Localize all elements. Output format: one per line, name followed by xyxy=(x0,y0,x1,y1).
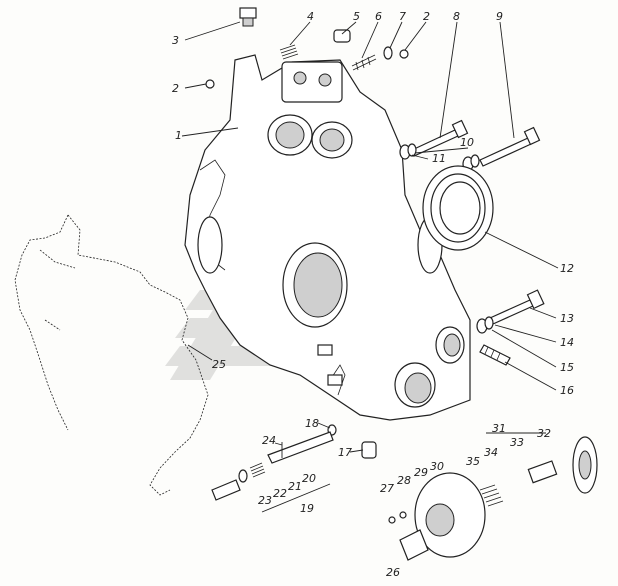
callout-34: 34 xyxy=(484,446,498,459)
washers-10-11 xyxy=(399,143,480,172)
callout-32: 32 xyxy=(537,427,551,440)
callout-22: 22 xyxy=(273,487,287,500)
timing-cover-housing xyxy=(184,54,471,421)
callout-11: 11 xyxy=(432,152,446,165)
callout-30: 30 xyxy=(430,460,444,473)
callout-5: 5 xyxy=(353,10,360,23)
stud-16 xyxy=(479,344,511,366)
plug-17 xyxy=(361,441,377,459)
callout-3: 3 xyxy=(172,34,179,47)
gasket-25 xyxy=(14,214,209,496)
callout-8: 8 xyxy=(453,10,460,23)
callout-24: 24 xyxy=(262,434,276,447)
callout-17: 17 xyxy=(338,446,352,459)
callout-20: 20 xyxy=(302,472,316,485)
callout-1: 1 xyxy=(175,129,182,142)
callout-4: 4 xyxy=(307,10,314,23)
callout-28: 28 xyxy=(397,474,411,487)
stud-6 xyxy=(351,54,377,71)
callout-18: 18 xyxy=(305,417,319,430)
callout-13: 13 xyxy=(560,312,574,325)
callout-15: 15 xyxy=(560,361,574,374)
callout-14: 14 xyxy=(560,336,574,349)
callout-9: 9 xyxy=(496,10,503,23)
callout-6: 6 xyxy=(375,10,382,23)
callout-12: 12 xyxy=(560,262,574,275)
ball-2b xyxy=(399,49,409,59)
callout-35: 35 xyxy=(466,455,480,468)
callout-7: 7 xyxy=(399,10,406,23)
callout-25: 25 xyxy=(212,358,226,371)
callout-29: 29 xyxy=(414,466,428,479)
callout-labels: 1 2 2 3 4 5 6 7 8 9 10 11 12 13 14 15 16… xyxy=(172,10,574,579)
callout-10: 10 xyxy=(460,136,474,149)
ball-2a xyxy=(205,79,215,89)
callout-16: 16 xyxy=(560,384,574,397)
callout-27: 27 xyxy=(380,482,394,495)
callout-2b: 2 xyxy=(423,10,430,23)
callout-33: 33 xyxy=(510,436,524,449)
valve-assembly-19 xyxy=(211,431,334,501)
callout-19: 19 xyxy=(300,502,314,515)
cap-5 xyxy=(333,29,351,43)
leader-lines xyxy=(181,21,559,513)
bolt-9 xyxy=(479,126,541,167)
washer-7 xyxy=(383,46,393,60)
callout-23: 23 xyxy=(258,494,272,507)
plug-3 xyxy=(239,7,257,27)
bolt-13 xyxy=(489,289,545,325)
callout-26: 26 xyxy=(386,566,400,579)
callout-31: 31 xyxy=(492,422,506,435)
spring-4 xyxy=(279,44,299,60)
callout-21: 21 xyxy=(288,480,302,493)
oil-pump-assembly xyxy=(388,436,598,561)
washers-14-15 xyxy=(476,316,494,334)
oil-seal-12 xyxy=(422,165,494,251)
callout-2a: 2 xyxy=(172,82,179,95)
